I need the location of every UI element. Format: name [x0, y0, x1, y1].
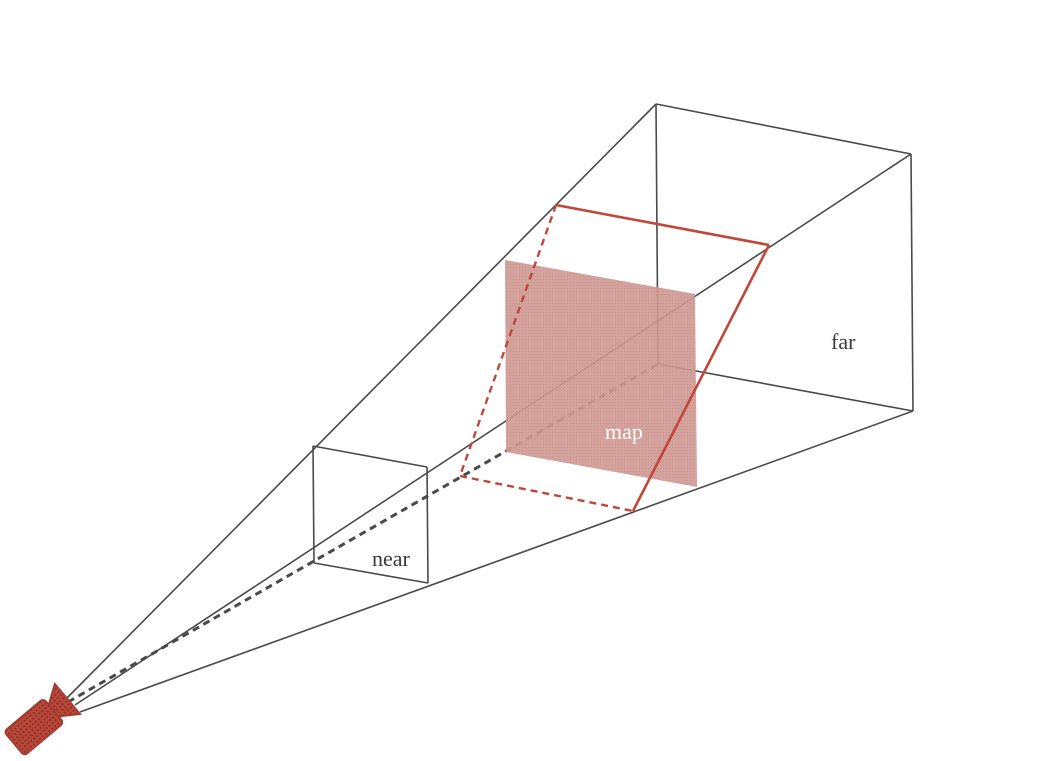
far-plane-right-edge [910, 153, 914, 412]
far-plane [655, 103, 914, 412]
far-label: far [831, 329, 856, 354]
frustum-edge-top-left [64, 103, 657, 701]
near-label: near [372, 546, 411, 571]
map-outline-bottom-edge-hidden [459, 474, 634, 513]
near-plane-top-edge [312, 445, 428, 468]
far-plane-top-edge [655, 103, 912, 155]
far-plane-bottom-edge [657, 363, 914, 412]
near-plane [312, 445, 429, 584]
near-plane-right-edge [426, 466, 429, 584]
map-outline-top-edge [555, 203, 770, 247]
camera-icon [4, 681, 82, 756]
frustum-edges [64, 103, 914, 713]
frustum-edge-bottom-right [79, 410, 914, 713]
frustum-edge-top-right [74, 153, 912, 706]
near-plane-bottom-edge [313, 562, 429, 584]
map-outline-right-edge [631, 244, 771, 512]
map-outline [458, 203, 771, 513]
near-plane-left-edge [312, 445, 315, 564]
map-label: map [605, 419, 643, 444]
map-plane-fill [505, 260, 697, 487]
